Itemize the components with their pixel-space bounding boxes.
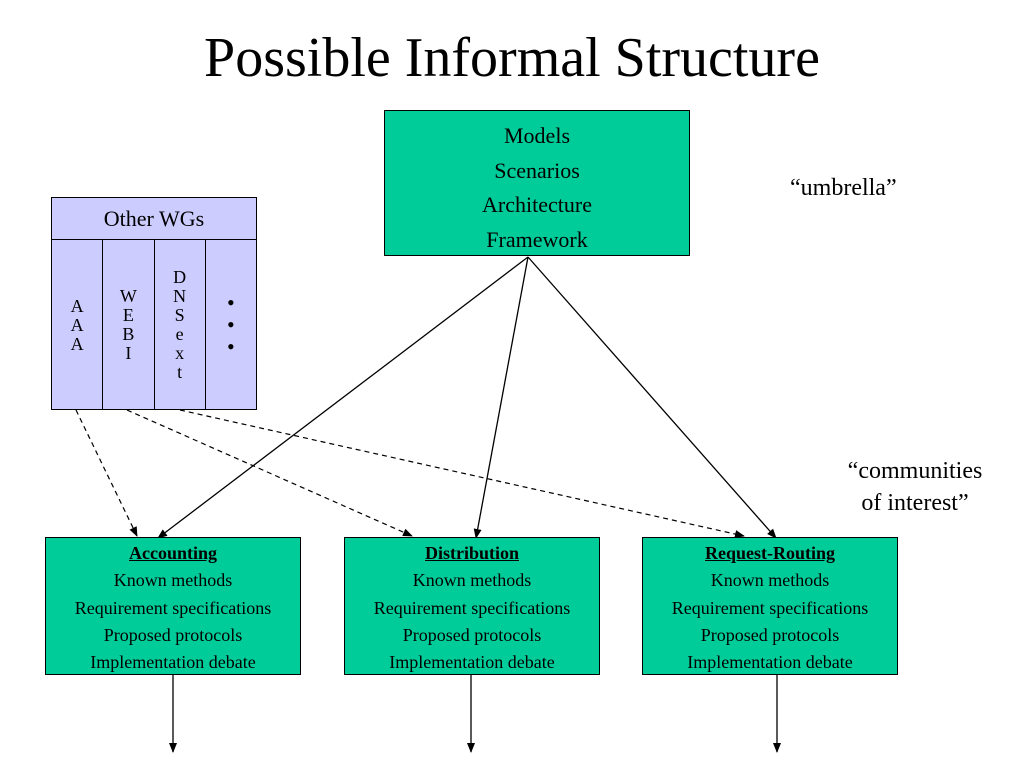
wg-letter: W bbox=[119, 286, 137, 306]
community-item: Implementation debate bbox=[90, 652, 256, 673]
bullet-dot-icon: • bbox=[227, 290, 235, 315]
arrow-umbrella-to-routing bbox=[527, 256, 777, 539]
community-item: Implementation debate bbox=[389, 652, 555, 673]
arrow-umbrella-to-accounting bbox=[157, 256, 529, 539]
community-item: Proposed protocols bbox=[402, 624, 542, 645]
wg-letter: x bbox=[175, 343, 185, 363]
community-item: Requirement specifications bbox=[671, 597, 869, 618]
wg-letter: t bbox=[177, 362, 183, 382]
dashed-arrow-webi-to-distribution bbox=[126, 409, 413, 537]
community-item: Implementation debate bbox=[687, 652, 853, 673]
wg-letter: S bbox=[174, 305, 185, 325]
umbrella-line-framework: Framework bbox=[486, 226, 588, 252]
communities-annotation: “communities of interest” bbox=[806, 455, 1024, 519]
wg-letter: I bbox=[125, 343, 132, 363]
wg-column-aaa: A A A bbox=[52, 240, 104, 410]
community-item: Proposed protocols bbox=[103, 624, 243, 645]
dashed-arrow-aaa-to-accounting bbox=[75, 409, 138, 537]
communities-annotation-line1: “communities bbox=[847, 458, 983, 484]
wg-letter: E bbox=[122, 305, 134, 325]
communities-annotation-line2: of interest” bbox=[861, 490, 969, 516]
community-box-request-routing: Request-Routing Known methods Requiremen… bbox=[642, 537, 898, 675]
wg-letter: A bbox=[70, 333, 84, 354]
arrow-umbrella-to-distribution bbox=[473, 256, 529, 539]
dashed-arrow-dnsext-to-routing bbox=[179, 409, 745, 538]
umbrella-box: Models Scenarios Architecture Framework bbox=[384, 110, 690, 256]
bullet-dot-icon: • bbox=[227, 334, 235, 359]
wg-column-ellipsis: • • • bbox=[206, 240, 256, 410]
community-item: Requirement specifications bbox=[373, 597, 571, 618]
community-title: Distribution bbox=[424, 543, 520, 563]
community-box-accounting: Accounting Known methods Requirement spe… bbox=[45, 537, 301, 675]
bullet-dot-icon: • bbox=[227, 312, 235, 337]
wg-column-webi: W E B I bbox=[103, 240, 155, 410]
wg-letter: D bbox=[173, 267, 187, 287]
community-item: Known methods bbox=[113, 570, 233, 591]
other-wgs-table: Other WGs A A A W E B I D N S e x bbox=[51, 197, 257, 410]
wg-letter: N bbox=[173, 286, 187, 306]
community-item: Requirement specifications bbox=[74, 597, 272, 618]
wg-letter: e bbox=[175, 324, 184, 344]
community-item: Proposed protocols bbox=[700, 624, 840, 645]
umbrella-line-models: Models bbox=[504, 123, 570, 148]
umbrella-line-scenarios: Scenarios bbox=[494, 157, 580, 183]
other-wgs-columns: A A A W E B I D N S e x t bbox=[52, 240, 256, 410]
other-wgs-header: Other WGs bbox=[52, 198, 256, 240]
community-item: Known methods bbox=[412, 570, 532, 591]
community-title: Request-Routing bbox=[704, 543, 835, 563]
wg-column-dnsext: D N S e x t bbox=[155, 240, 206, 410]
wg-letter: B bbox=[122, 324, 135, 344]
umbrella-line-architecture: Architecture bbox=[482, 192, 592, 217]
slide-title: Possible Informal Structure bbox=[204, 27, 820, 89]
community-box-distribution: Distribution Known methods Requirement s… bbox=[344, 537, 600, 675]
wg-letter: A bbox=[70, 314, 84, 335]
wg-letter: A bbox=[70, 295, 84, 316]
community-item: Known methods bbox=[710, 570, 830, 591]
community-title: Accounting bbox=[128, 543, 217, 563]
umbrella-annotation: “umbrella” bbox=[790, 175, 897, 201]
